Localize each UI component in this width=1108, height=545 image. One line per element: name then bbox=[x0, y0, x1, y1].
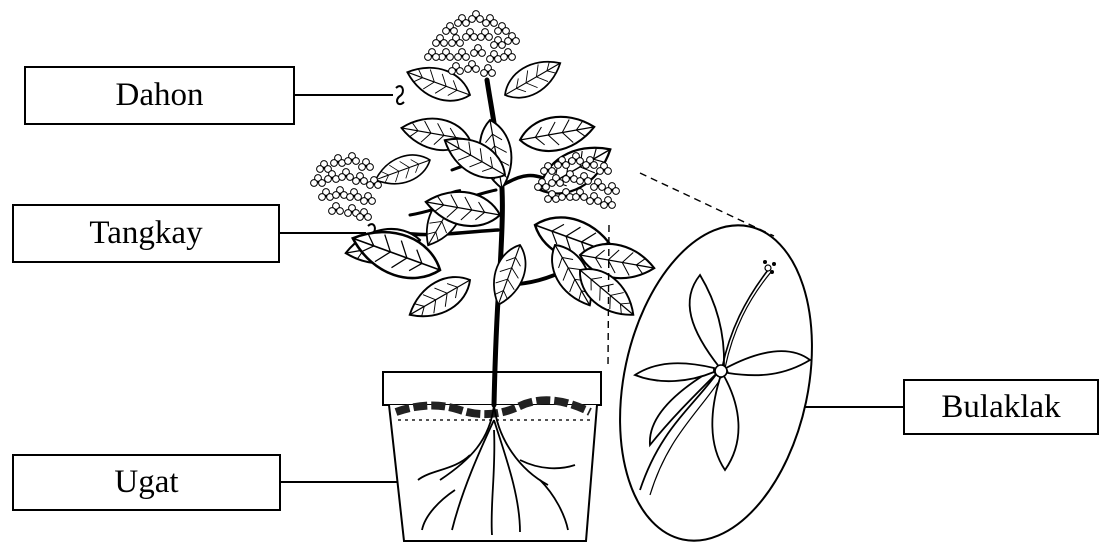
flower-cluster-left bbox=[311, 153, 382, 221]
pointer-dahon bbox=[396, 86, 404, 104]
flower-cluster-top bbox=[425, 11, 520, 77]
